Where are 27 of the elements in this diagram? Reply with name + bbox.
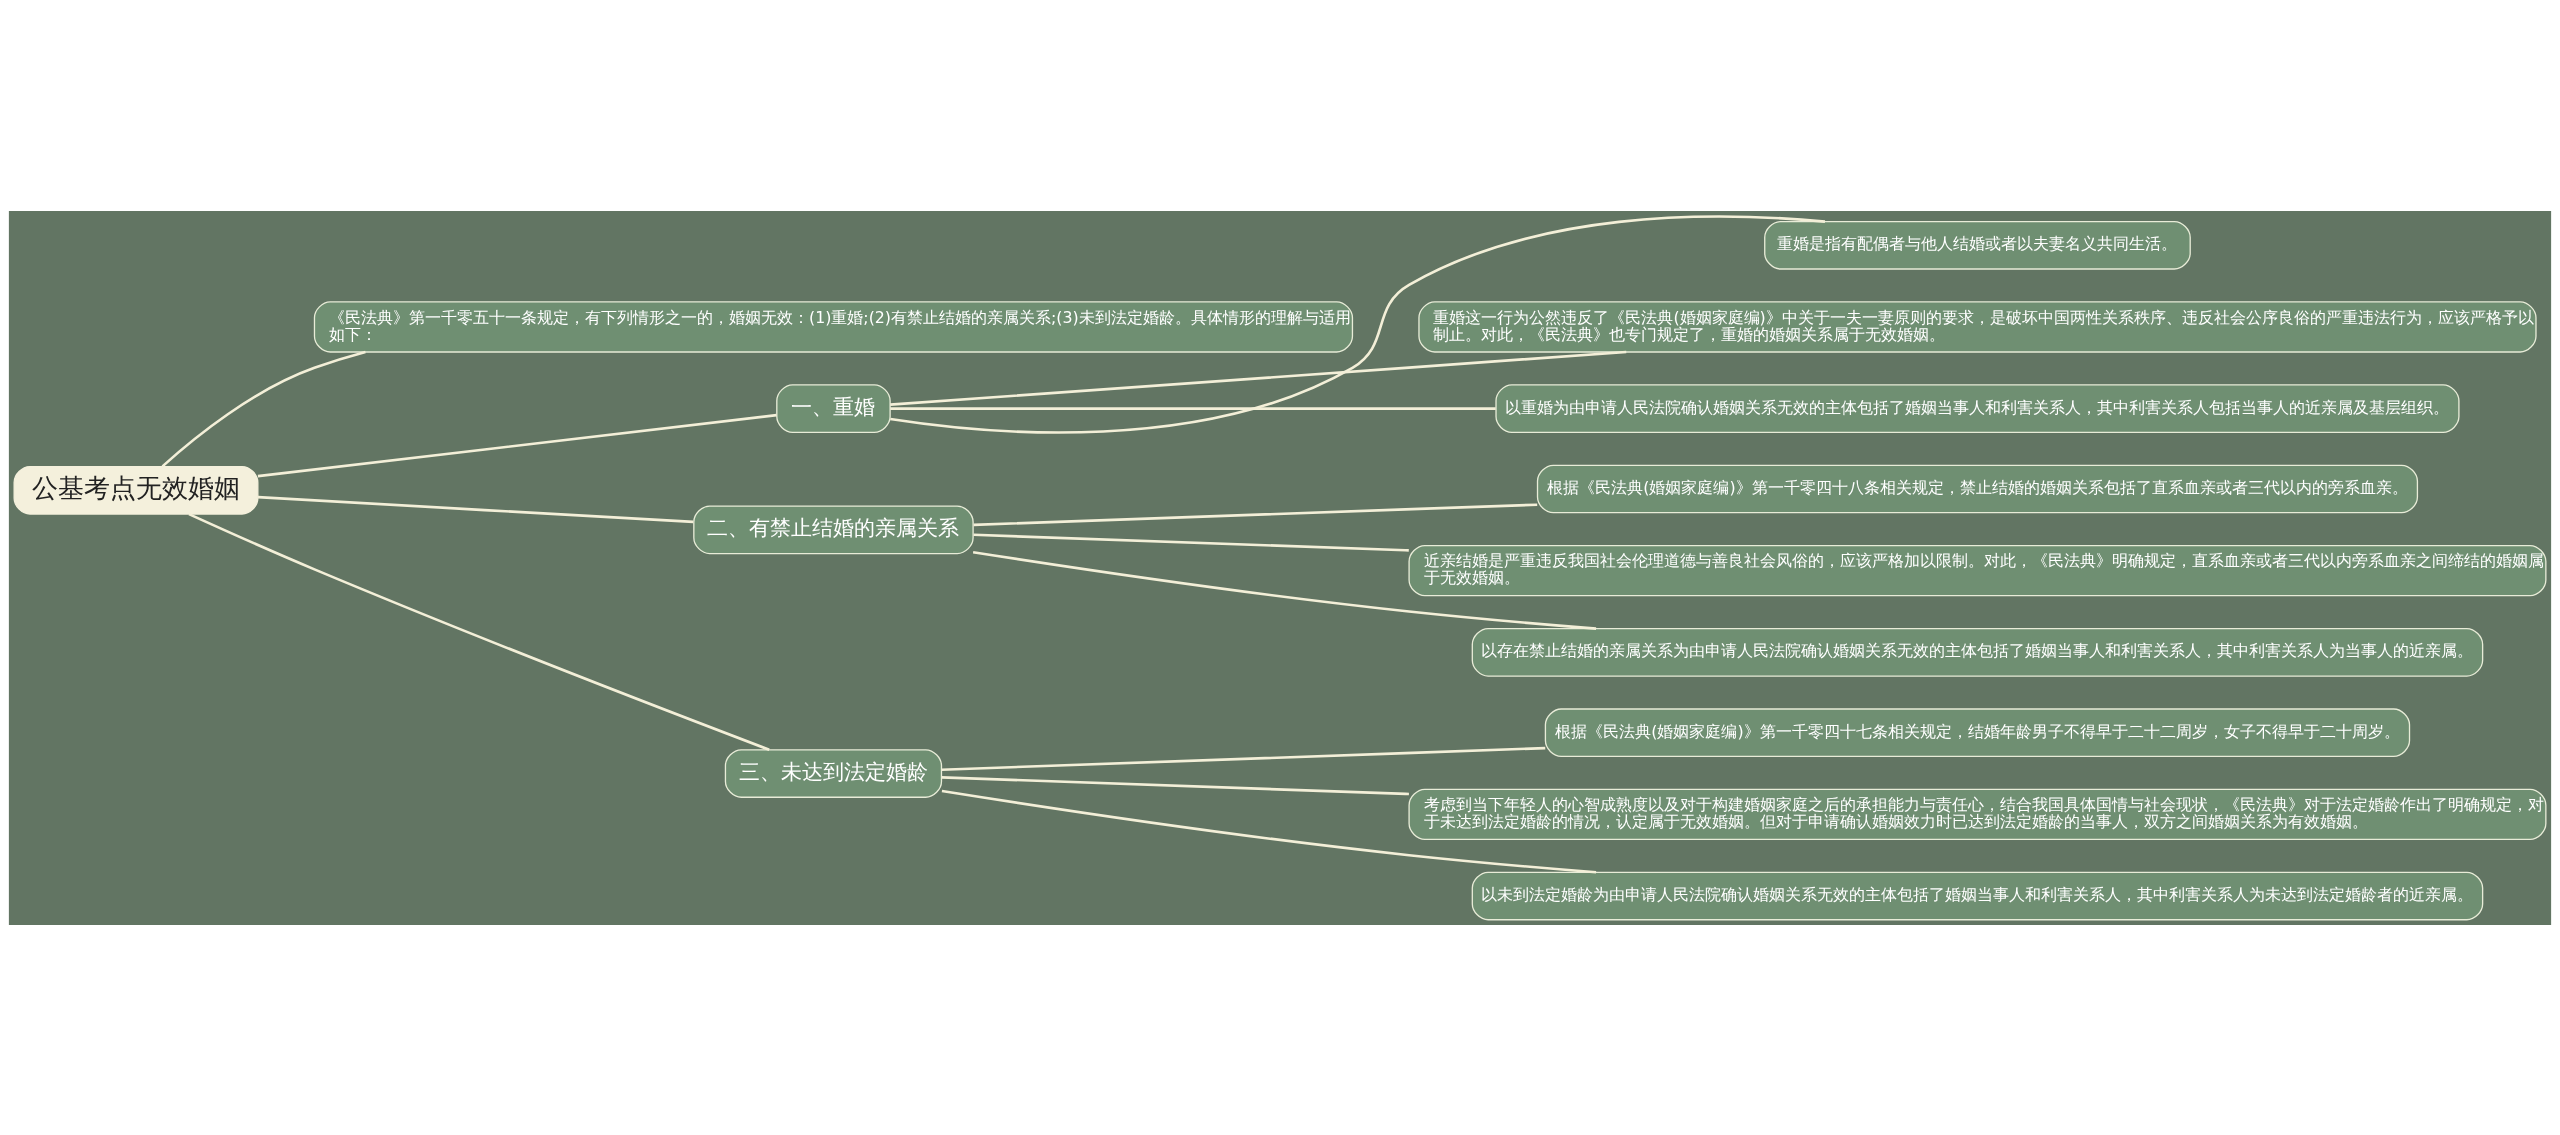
node-box: 考虑到当下年轻人的心智成熟度以及对于构建婚姻家庭之后的承担能力与责任心，结合我国具体国情与社会现状，《民法典》对于法定婚龄作出了明确规定，对于未达到法定婚龄的情况，认定属于无效婚姻。但对于申请确认婚姻效力时已达到法定婚龄的当事人，双方之间婚姻关系为有效婚姻。 [1408,788,2547,840]
connector [973,533,1409,552]
node-box: 《民法典》第一千零五十一条规定，有下列情形之一的，婚姻无效：(1)重婚;(2)有禁止结婚的亲属关系;(3)未到法定婚龄。具体情形的理解与适用如下： [313,300,1354,353]
connector [188,512,770,751]
node-box: 重婚这一行为公然违反了《民法典(婚姻家庭编)》中关于一夫一妻原则的要求，是破坏中国两性关系秩序、违反社会公序良俗的严重违法行为，应该严格予以制止。对此，《民法典》也专门规定了，重婚的婚姻关系属于无效婚姻。 [1418,300,2537,353]
node-box: 根据《民法典(婚姻家庭编)》第一千零四十八条相关规定，禁止结婚的婚姻关系包括了直系血亲或者三代以内的旁系血亲。 [1536,464,2419,513]
node-box: 一、重婚 [776,383,891,433]
node-box: 以重婚为由申请人民法院确认婚姻关系无效的主体包括了婚姻当事人和利害关系人，其中利害关系人包括当事人的近亲属及基层组织。 [1495,383,2460,433]
node-box: 三、未达到法定婚龄 [724,748,943,798]
node-box: 二、有禁止结婚的亲属关系 [693,504,974,554]
node-box: 公基考点无效婚姻 [13,465,259,515]
node-box: 近亲结婚是严重违反我国社会伦理道德与善良社会风俗的，应该严格加以限制。对此，《民法典》明确规定，直系血亲或者三代以内旁系血亲之间缔结的婚姻属于无效婚姻。 [1408,544,2547,596]
connector [972,550,1597,630]
connector [890,406,1496,410]
connector [890,350,1627,406]
connector [941,789,1597,874]
connector [257,413,777,477]
node-box: 以未到法定婚龄为由申请人民法院确认婚姻关系无效的主体包括了婚姻当事人和利害关系人，其中利害关系人为未达到法定婚龄者的近亲属。 [1471,871,2484,920]
connector [890,214,1826,434]
node-box: 以存在禁止结婚的亲属关系为由申请人民法院确认婚姻关系无效的主体包括了婚姻当事人和利害关系人，其中利害关系人为当事人的近亲属。 [1471,627,2484,677]
connector [973,502,1538,526]
node-box: 根据《民法典(婚姻家庭编)》第一千零四十七条相关规定，结婚年龄男子不得早于二十二周岁，女子不得早于二十周岁。 [1544,707,2411,757]
connector [257,495,694,523]
connector [941,746,1546,771]
node-box: 重婚是指有配偶者与他人结婚或者以夫妻名义共同生活。 [1764,220,2191,270]
connector [941,775,1409,795]
connector [161,350,366,467]
